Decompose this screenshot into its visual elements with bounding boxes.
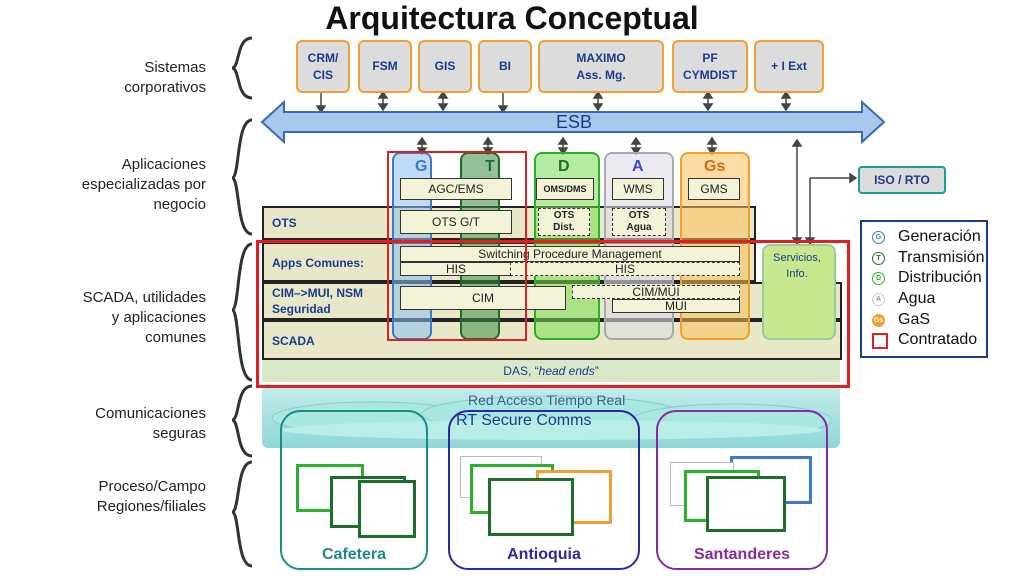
- box-his-dag: HIS: [510, 262, 740, 276]
- esb-label: ESB: [556, 112, 593, 132]
- system-gis: GIS: [418, 40, 472, 93]
- column-g-header: G: [415, 158, 428, 175]
- label-proceso-campo: Proceso/Campo Regiones/filiales: [96, 478, 206, 515]
- box-ots-agua: OTS Agua: [612, 208, 666, 236]
- region-santanderes: Santanderes: [656, 410, 828, 570]
- system-crm-cis: CRM/ CIS: [296, 40, 350, 93]
- box-his-gt: HIS: [400, 262, 512, 276]
- label-sistemas-corporativos: Sistemas corporativos: [124, 59, 206, 96]
- contracted-outline-scada: [256, 240, 850, 388]
- a-icon: A: [872, 293, 885, 306]
- contracted-outline-gt: [387, 151, 527, 341]
- diagram-thumbnail: [488, 478, 574, 536]
- t-icon: T: [872, 252, 885, 265]
- label-aplicaciones-especializadas: Aplicaciones especializadas por negocio: [81, 156, 206, 213]
- system-fsm: FSM: [358, 40, 412, 93]
- network-red-label: Red Acceso Tiempo Real: [468, 392, 626, 408]
- box-agc-ems: AGC/EMS: [400, 178, 512, 200]
- network-cloud: [271, 395, 833, 440]
- gs-icon: Gs: [872, 314, 885, 327]
- box-iso-rto: ISO / RTO: [858, 166, 946, 194]
- column-t-header: T: [485, 158, 495, 175]
- network-rt-label: RT Secure Comms: [456, 412, 592, 429]
- box-switching-procedure: Switching Procedure Management: [400, 246, 740, 262]
- system-bi: BI: [478, 40, 532, 93]
- system-maximo: MAXIMO Ass. Mg.: [538, 40, 664, 93]
- label-scada-utilidades: SCADA, utilidades y aplicaciones comunes: [82, 289, 206, 346]
- box-cim: CIM: [400, 286, 566, 310]
- label-comunicaciones-seguras: Comunicaciones seguras: [95, 405, 206, 442]
- diagram-thumbnail: [358, 480, 416, 538]
- column-d-header: D: [558, 158, 570, 175]
- region-antioquia: Antioquia: [448, 410, 640, 570]
- esb-bar: [260, 99, 886, 145]
- column-gs-header: Gs: [704, 158, 726, 175]
- g-icon: G: [872, 231, 885, 244]
- column-servicios: [762, 244, 836, 340]
- box-cim-mui: CIM/MUI: [572, 285, 740, 299]
- system-i-ext: + I Ext: [754, 40, 824, 93]
- box-ots-gt: OTS G/T: [400, 210, 512, 234]
- page-title: Arquitectura Conceptual: [325, 0, 699, 36]
- column-a-header: A: [632, 158, 644, 175]
- box-oms-dms: OMS/DMS: [536, 178, 594, 200]
- box-ots-dist: OTS Dist.: [538, 208, 590, 236]
- d-icon: D: [872, 272, 885, 285]
- red-square-icon: [872, 333, 888, 349]
- band-das: DAS, “head ends”: [262, 360, 840, 382]
- box-gms: GMS: [688, 178, 740, 200]
- diagram-thumbnail: [706, 476, 786, 532]
- box-servicios-info: Servicios, Info.: [773, 252, 821, 280]
- system-pf-cymdist: PF CYMDIST: [672, 40, 748, 93]
- box-mui: MUI: [612, 299, 740, 313]
- region-cafetera: Cafetera: [280, 410, 428, 570]
- box-wms: WMS: [612, 178, 664, 200]
